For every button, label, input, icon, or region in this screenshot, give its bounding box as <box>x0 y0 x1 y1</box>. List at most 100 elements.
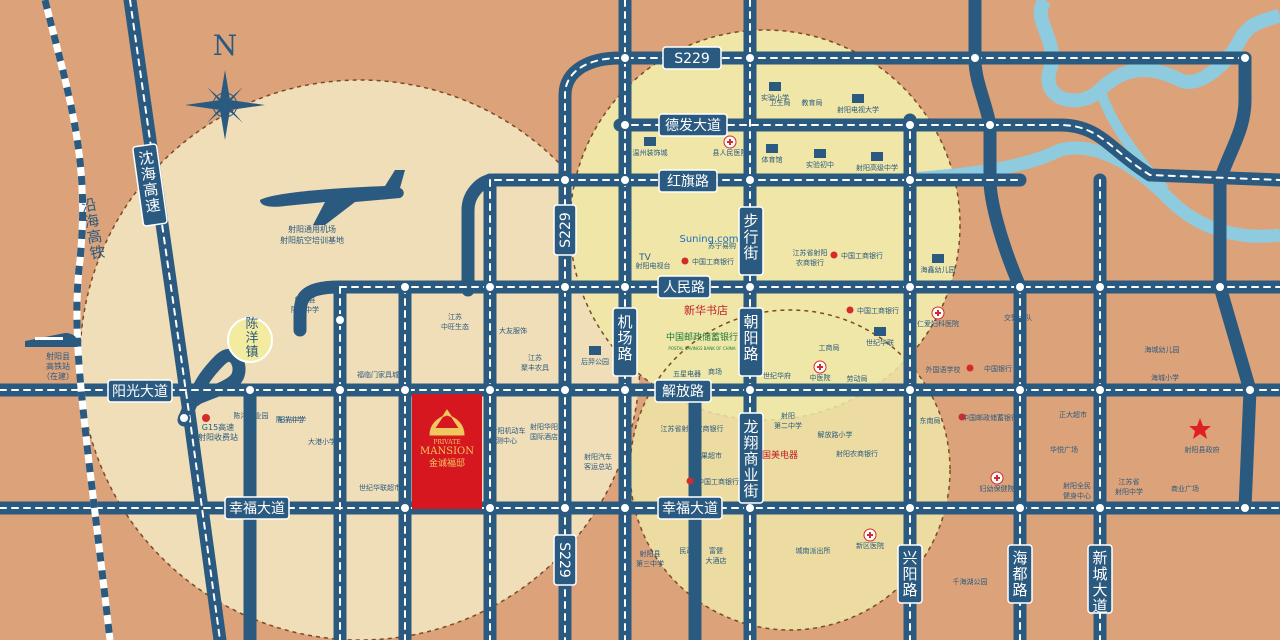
poi-label: 客运总站 <box>584 462 612 471</box>
building-icon <box>871 152 883 161</box>
road-label-xingfu-east-text: 幸福大道 <box>662 501 718 517</box>
toll-label-2: 射阳收费站 <box>198 432 238 442</box>
poi-label: 陈洋创业园 <box>234 411 269 420</box>
road-label-buxing-text: 步行街 <box>743 212 758 262</box>
road-label-buxing: 步行街 <box>738 206 764 276</box>
airport-label-2: 射阳航空培训基地 <box>280 235 344 245</box>
poi-label: 温州装饰城 <box>633 148 668 157</box>
poi-label: 福临门家具城 <box>357 370 399 379</box>
road-label-s229-top-text: S229 <box>674 51 710 67</box>
poi-label: 中国工商银行 <box>692 257 734 266</box>
chenyang-town-label: 陈洋镇 <box>245 316 258 360</box>
road-label-s229-bottom-text: S229 <box>556 542 572 578</box>
poi-label: 海城幼儿园 <box>1145 345 1180 354</box>
poi-label: 中旺生态 <box>441 322 469 331</box>
poi-label: 射阳电视台 <box>636 261 671 270</box>
postal-bank-logo: 中国邮政储蓄银行 <box>666 331 738 343</box>
poi-label: 妇幼保健院 <box>980 484 1015 493</box>
poi-label: 射阳农商银行 <box>836 449 878 458</box>
poi-label: 陈洋中学 <box>291 305 319 314</box>
poi-label: 海城小学 <box>1151 373 1179 382</box>
poi-label: 健身中心 <box>1063 491 1091 500</box>
poi-label: 射阳全民 <box>1063 481 1091 490</box>
building-icon <box>932 254 944 263</box>
poi-label: 工商局 <box>819 343 840 352</box>
poi-label: 射阳县政府 <box>1185 445 1220 454</box>
compass-icon: N <box>185 29 265 140</box>
railway-ties <box>41 0 114 640</box>
project-brand-en-small: PRIVATE <box>433 439 460 446</box>
gomei-logo: 国美电器 <box>762 449 798 461</box>
poi-label: 外国语学校 <box>926 365 961 374</box>
poi-label: 实验小学 <box>761 93 789 102</box>
poi-label: 第三中学 <box>636 559 664 568</box>
poi-label: 中国工商银行 <box>841 251 883 260</box>
poi-label: 交警大队 <box>1004 313 1032 322</box>
road-label-haidu-text: 海都路 <box>1012 549 1027 599</box>
road-label-yangguang: 阳光大道 <box>107 379 173 403</box>
road-label-hongqi: 红旗路 <box>658 169 718 193</box>
train-icon <box>25 333 77 347</box>
poi-label: 大酒店 <box>706 556 727 565</box>
poi-label: 教育局 <box>802 98 823 107</box>
poi-label: 中国工商银行 <box>857 306 899 315</box>
poi-label: 世纪华联超市 <box>359 483 401 492</box>
poi-label: 苏宁易购 <box>708 241 736 250</box>
road-label-renmin-text: 人民路 <box>663 280 705 296</box>
building-icon <box>874 327 886 336</box>
road-label-renmin: 人民路 <box>657 275 711 299</box>
project-crown-icon <box>429 409 465 436</box>
road-label-longxiang: 龙翔商业街 <box>738 412 764 504</box>
poi-label: 海鑫幼儿园 <box>921 265 956 274</box>
poi-label: 县人民医院 <box>713 148 748 157</box>
road-label-chaoyang: 朝阳路 <box>738 307 764 377</box>
poi-label: 世纪华府 <box>763 371 791 380</box>
poi-label: 卫生局 <box>770 98 791 107</box>
rail-station-label-1: 射阳县 <box>46 351 70 361</box>
hospital-cross-icon <box>867 532 873 538</box>
bank-icon <box>686 477 694 485</box>
road-label-jiefang-text: 解放路 <box>662 384 704 400</box>
poi-label: 五星电器 <box>673 369 701 378</box>
railway-label: 沿海高铁 <box>80 195 106 263</box>
road-label-hongqi-text: 红旗路 <box>667 174 709 190</box>
xinhua-bookstore-logo: 新华书店 <box>684 303 728 317</box>
poi-label: 射阳县 <box>640 549 661 558</box>
road-label-yangguang-text: 阳光大道 <box>112 384 168 400</box>
building-icon <box>852 94 864 103</box>
poi-label: 富健 <box>709 546 723 555</box>
building-icon <box>769 82 781 91</box>
road-label-xingfu-text: 幸福大道 <box>229 501 285 517</box>
road-label-chaoyang-text: 朝阳路 <box>743 313 758 363</box>
poi-label: 大友服饰 <box>499 326 527 335</box>
government-star-icon <box>1189 418 1211 439</box>
poi-label: 江苏 <box>448 312 462 321</box>
poi-label: 华悦广场 <box>1050 445 1078 454</box>
poi-label: 商场 <box>708 367 722 376</box>
poi-label: 射阳中学 <box>1115 487 1143 496</box>
project-marker[interactable]: PRIVATE MANSION 金诚福邸 <box>412 394 482 509</box>
airplane-icon <box>260 170 405 225</box>
poi-label: 检测中心 <box>489 436 517 445</box>
poi-label: 世纪华联 <box>866 338 894 347</box>
poi-label: 东南局 <box>920 416 941 425</box>
poi-label: 射阳县 <box>295 295 316 304</box>
poi-label: 射阳电视大学 <box>837 105 879 114</box>
road-label-xincheng: 新城大道 <box>1087 544 1113 615</box>
poi-label: 射阳机动车 <box>491 426 526 435</box>
project-brand-cn: 金诚福邸 <box>429 457 465 469</box>
hospital-cross-icon <box>817 364 823 370</box>
poi-label: 国际酒店 <box>530 432 558 441</box>
poi-label: 千海湖公园 <box>953 577 988 586</box>
road-label-xingfu: 幸福大道 <box>224 496 290 520</box>
rail-station-label-3: （在建） <box>42 371 74 381</box>
hospital-cross-icon <box>727 139 733 145</box>
road-label-jichang: 机场路 <box>612 307 638 377</box>
road-label-shenhai-text: 沈海高速 <box>138 148 162 215</box>
poi-label: 射阳 <box>781 411 795 420</box>
road-label-s229-mid-text: S229 <box>558 212 574 248</box>
poi-label: 正大超市 <box>1059 410 1087 419</box>
bank-icon <box>830 251 838 259</box>
road-label-longxiang-text: 龙翔商业街 <box>743 418 758 500</box>
